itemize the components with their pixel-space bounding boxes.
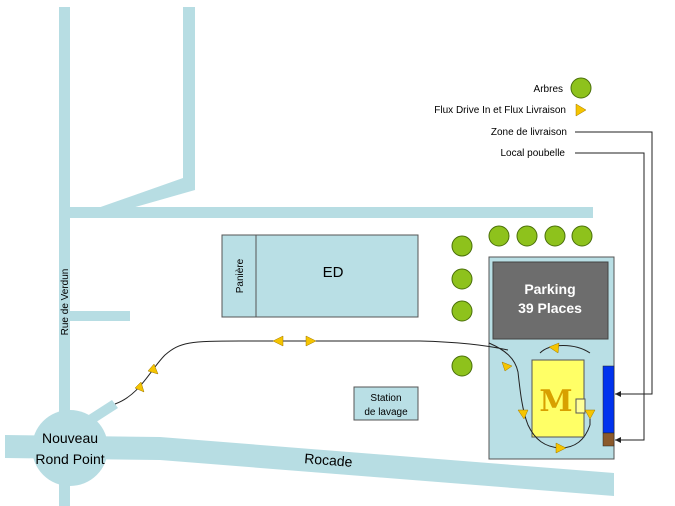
drive-in-flow-path	[114, 340, 591, 449]
flow-arrow-icon	[517, 409, 529, 420]
legend-flow-arrow-icon	[575, 103, 587, 117]
trash-room	[602, 432, 615, 447]
legend-flux-label: Flux Drive In et Flux Livraison	[434, 105, 566, 116]
leader-arrowhead-icon	[615, 437, 621, 443]
rocade-label: Rocade	[304, 450, 354, 470]
legend-local-poubelle-label: Local poubelle	[501, 148, 566, 159]
parking-label-line1: Parking	[524, 281, 575, 297]
roads	[5, 7, 614, 506]
road-rocade	[5, 435, 614, 496]
parking-label-line2: 39 Places	[518, 300, 582, 316]
road-rue-de-verdun	[59, 7, 70, 506]
ed-label: ED	[323, 264, 344, 281]
tree	[544, 225, 566, 247]
legend-local-poubelle-leader	[575, 152, 645, 441]
station-de-lavage-building	[353, 386, 419, 421]
road-spur-left	[65, 311, 130, 321]
flow-arrow-icon	[305, 335, 317, 347]
station-label-line2: de lavage	[364, 407, 408, 418]
building-ed	[221, 234, 419, 318]
flow-arrow-icon	[555, 442, 567, 454]
tree	[451, 300, 473, 322]
legend: Arbres Flux Drive In et Flux Livraison Z…	[434, 77, 653, 443]
delivery-zone	[602, 365, 615, 434]
tree	[516, 225, 538, 247]
flow-arrows	[134, 335, 596, 454]
flow-arrow-icon	[548, 342, 560, 354]
legend-arbres-label: Arbres	[534, 84, 563, 95]
roundabout-label-line1: Nouveau	[42, 430, 98, 446]
tree	[451, 268, 473, 290]
flow-arrow-icon	[134, 381, 145, 393]
flow-arrow-icon	[501, 361, 513, 372]
mcdonalds-logo-icon: M	[539, 384, 572, 419]
flow-arrow-icon	[584, 409, 596, 420]
flow-arrow-icon	[147, 363, 159, 375]
flow-arrow-icon	[272, 335, 284, 347]
rue-de-verdun-label: Rue de Verdun	[60, 269, 71, 336]
road-horizontal-upper	[65, 207, 593, 218]
tree	[451, 235, 473, 257]
tree	[571, 225, 593, 247]
legend-zone-livraison-label: Zone de livraison	[491, 127, 567, 138]
road-north-vertical	[183, 7, 195, 187]
leader-arrowhead-icon	[615, 391, 621, 397]
tree	[488, 225, 510, 247]
drive-window	[575, 398, 586, 414]
legend-tree-icon	[570, 77, 592, 99]
parking-area	[492, 261, 609, 340]
trees	[451, 225, 593, 377]
roundabout	[32, 410, 108, 486]
paniere-label: Panière	[235, 258, 246, 293]
roundabout-label-line2: Rond Point	[35, 451, 104, 467]
mcdonalds-building	[531, 359, 585, 438]
legend-zone-livraison-leader	[575, 131, 653, 395]
tree	[451, 355, 473, 377]
station-label-line1: Station	[370, 393, 401, 404]
